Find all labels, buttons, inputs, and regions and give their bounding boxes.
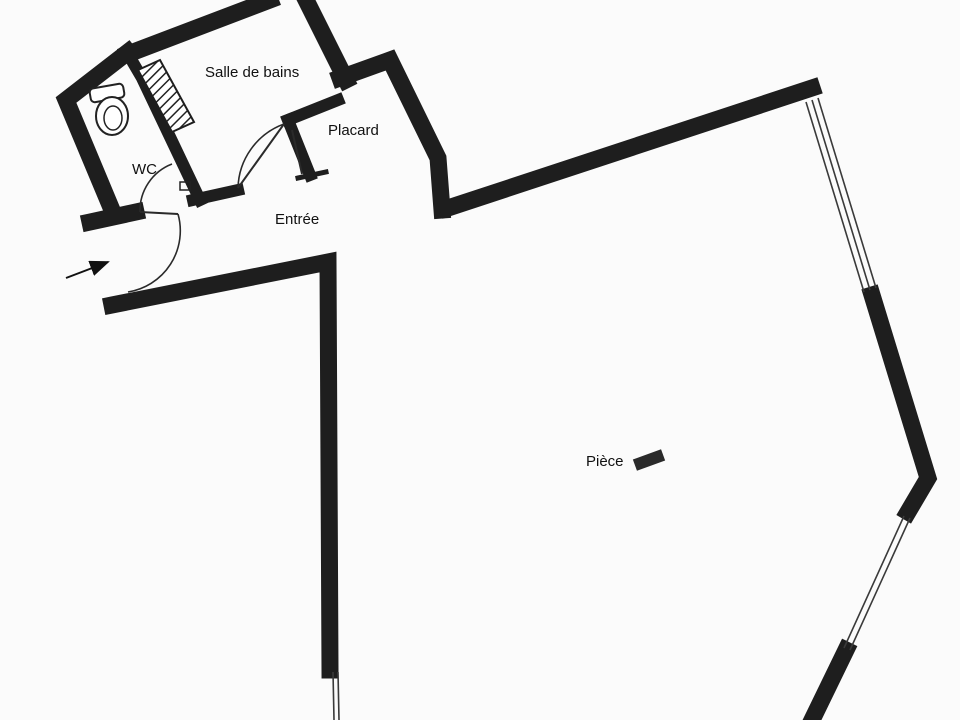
- room-label-wc: WC: [132, 161, 157, 178]
- placard-door-stub: [295, 169, 329, 181]
- room-partition-block: [632, 449, 666, 471]
- radiator-icon: [179, 181, 191, 191]
- wc-door: [139, 163, 173, 213]
- shower-tray-icon: [136, 58, 196, 134]
- room-label-salle-de-bains: Salle de bains: [205, 64, 299, 81]
- bathroom-top-wall: [117, 0, 281, 65]
- placard-left-wall: [280, 92, 346, 128]
- corridor-wall: [102, 251, 339, 679]
- entrance-door: [127, 211, 182, 293]
- window-bottom-left: [332, 671, 340, 720]
- entry-arrow-icon: [65, 260, 110, 279]
- room-label-piece: Pièce: [586, 453, 624, 470]
- placard-outer-wall: [329, 49, 452, 220]
- placard-jamb: [280, 112, 318, 183]
- wc-outer-wall: [55, 40, 140, 222]
- toilet-icon: [88, 82, 129, 136]
- window-upper-right: [805, 97, 877, 293]
- room-label-entree: Entrée: [275, 211, 319, 228]
- bathroom-door: [237, 123, 285, 189]
- wc-bottom-wall: [79, 201, 147, 233]
- main-room-right-wall: [861, 284, 938, 524]
- bathroom-bottom-wall: [185, 182, 246, 208]
- main-room-lower-wall: [802, 638, 858, 720]
- room-label-placard: Placard: [328, 122, 379, 139]
- bathroom-right-wall: [296, 0, 358, 92]
- window-lower-right: [843, 515, 911, 651]
- placard-door: [291, 129, 303, 175]
- main-room-top-wall: [437, 77, 823, 219]
